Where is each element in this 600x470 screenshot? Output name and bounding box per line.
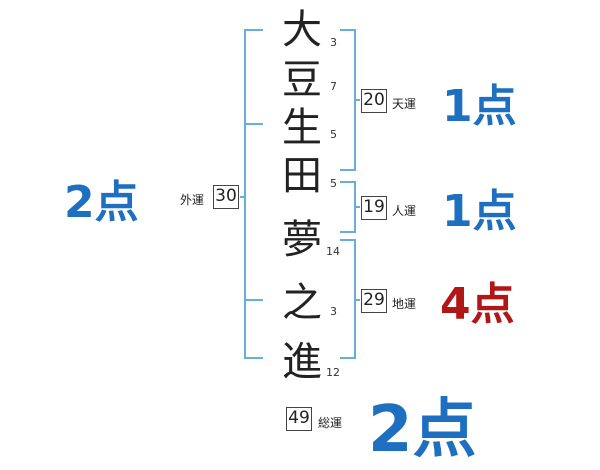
ten-label: 天運: [392, 97, 417, 111]
stroke-count-3: 5: [330, 128, 337, 141]
stroke-count-7: 12: [326, 366, 340, 379]
name-char-5: 夢: [282, 217, 322, 263]
sou-score: 2点: [368, 393, 477, 467]
ten-bracket: [340, 29, 356, 171]
name-char-1: 大: [282, 7, 322, 53]
ten-score: 1点: [442, 81, 517, 132]
name-char-6: 之: [282, 280, 322, 326]
sou-value-box: 49: [286, 407, 312, 431]
chi-bracket: [340, 239, 356, 359]
jin-label: 人運: [392, 204, 417, 218]
gai-score: 2点: [64, 177, 139, 228]
jin-score: 1点: [442, 186, 517, 237]
jin-value-box: 19: [361, 196, 387, 220]
gai-value-box: 30: [213, 185, 239, 209]
ten-value-box: 20: [361, 89, 387, 113]
stroke-count-5: 14: [326, 245, 340, 258]
chi-label: 地運: [392, 297, 417, 311]
chi-score: 4点: [440, 279, 515, 330]
outer-bracket: [244, 29, 263, 359]
name-char-2: 豆: [282, 57, 322, 103]
stroke-count-4: 5: [330, 177, 337, 190]
name-char-7: 進: [282, 339, 322, 385]
stroke-count-1: 3: [330, 36, 337, 49]
stroke-count-6: 3: [330, 305, 337, 318]
sou-label: 総運: [318, 416, 343, 430]
chi-value-box: 29: [361, 289, 387, 313]
jin-bracket: [340, 181, 356, 233]
name-char-3: 生: [282, 105, 322, 151]
gai-label: 外運: [180, 193, 205, 207]
stroke-count-2: 7: [330, 80, 337, 93]
name-char-4: 田: [282, 153, 322, 199]
